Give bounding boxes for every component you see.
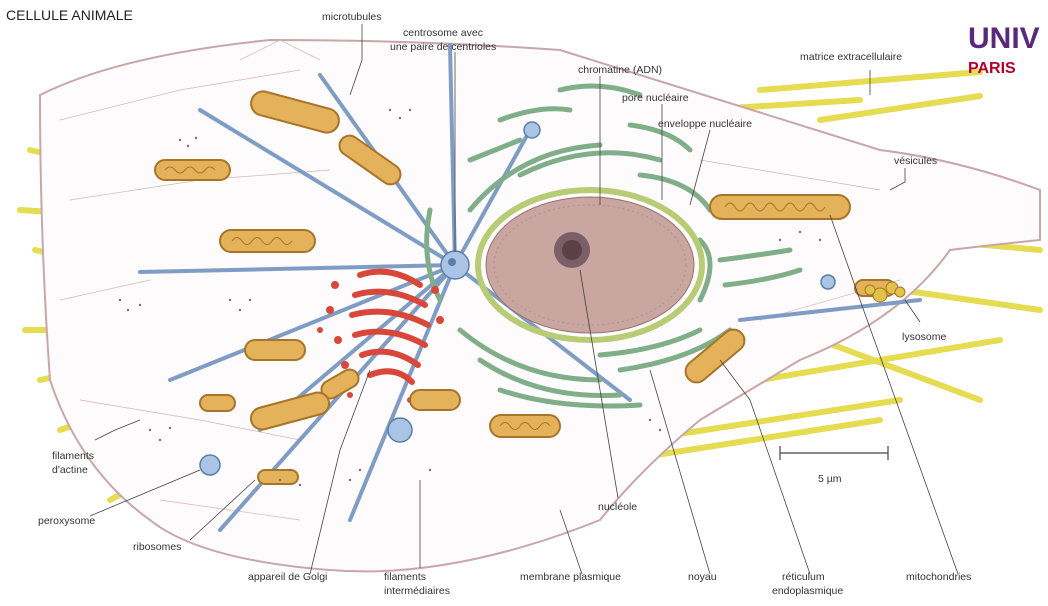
label-reticulum-line1: réticulum — [782, 571, 825, 583]
label-intermediaires-line1: filaments — [384, 571, 426, 583]
label-scale: 5 µm — [818, 473, 842, 485]
scale-bar — [780, 446, 888, 460]
label-membrane-plasmique: membrane plasmique — [520, 571, 621, 583]
university-logo: UNIV PARIS — [968, 22, 1040, 77]
label-actine-line2: d'actine — [52, 464, 88, 476]
label-centrosome-line1: centrosome avec — [403, 27, 483, 39]
label-microtubules: microtubules — [322, 11, 382, 23]
label-vesicules: vésicules — [894, 155, 937, 167]
label-nucleole: nucléole — [598, 501, 637, 513]
label-ribosomes: ribosomes — [133, 541, 181, 553]
diagram-title: CELLULE ANIMALE — [6, 7, 133, 23]
label-pore-nucleaire: pore nucléaire — [622, 92, 689, 104]
label-reticulum-line2: endoplasmique — [772, 585, 843, 597]
label-mitochondries: mitochondries — [906, 571, 971, 583]
label-golgi: appareil de Golgi — [248, 571, 327, 583]
logo-line-2: PARIS — [968, 60, 1016, 77]
label-noyau: noyau — [688, 571, 717, 583]
label-centrosome-line2: une paire de centrioles — [390, 41, 496, 53]
nucleolus-core — [562, 240, 582, 260]
label-actine-line1: filaments — [52, 450, 94, 462]
logo-line-1: UNIV — [968, 22, 1040, 55]
centrosome — [441, 251, 469, 279]
label-lysosome: lysosome — [902, 331, 947, 343]
label-matrice-extracellulaire: matrice extracellulaire — [800, 51, 902, 63]
label-enveloppe-nucleaire: enveloppe nucléaire — [658, 118, 752, 130]
label-chromatine: chromatine (ADN) — [578, 64, 662, 76]
label-peroxysome: peroxysome — [38, 515, 95, 527]
label-intermediaires-line2: intermédiaires — [384, 585, 450, 597]
centriole-icon — [448, 258, 456, 266]
nucleus — [486, 197, 694, 333]
